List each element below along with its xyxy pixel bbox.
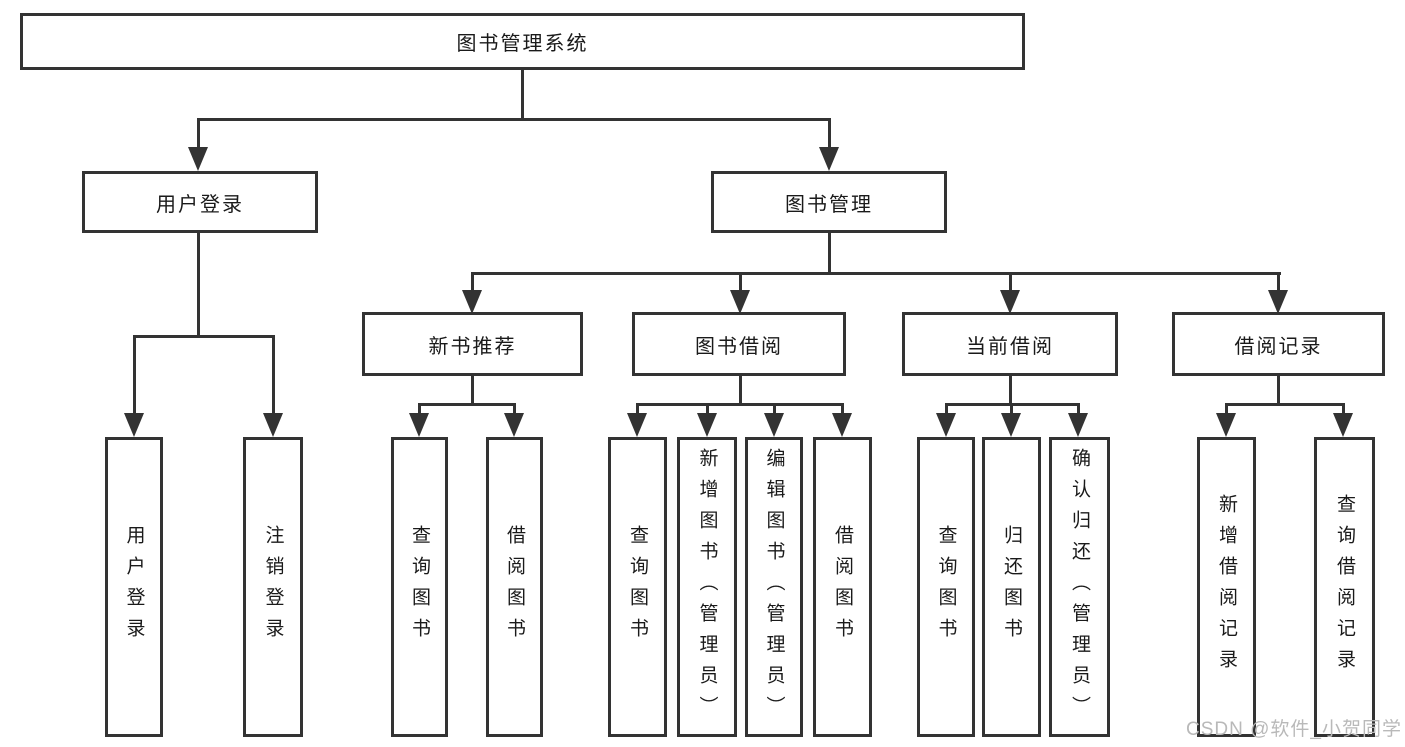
arrowhead-down-icon (697, 413, 717, 437)
arrowhead-down-icon (504, 413, 524, 437)
arrowhead-down-icon (1001, 413, 1021, 437)
leaf-label: 查询图书 (935, 525, 957, 649)
leaf-query-books: 查询图书 (608, 437, 667, 737)
connector-drop (773, 403, 776, 417)
leaf-add-book-admin: 新增图书（管理员） (677, 437, 737, 737)
node-label: 用户登录 (156, 193, 244, 216)
leaf-user-login: 用户登录 (105, 437, 163, 737)
leaf-confirm-return-admin: 确认归还（管理员） (1049, 437, 1110, 737)
arrowhead-down-icon (1216, 413, 1236, 437)
connector-drop (272, 335, 275, 415)
arrowhead-down-icon (124, 413, 144, 437)
connector-drop (133, 335, 136, 415)
connector-mgmt-rail (471, 272, 1281, 275)
connector-drop (1342, 403, 1345, 417)
node-library-system: 图书管理系统 (20, 13, 1025, 70)
leaf-label: 编辑图书（管理员） (763, 447, 785, 727)
arrowhead-down-icon (627, 413, 647, 437)
connector-root-stem (521, 70, 524, 118)
node-label: 借阅记录 (1234, 335, 1323, 358)
leaf-label: 借阅图书 (504, 525, 525, 649)
leaf-label: 注销登录 (262, 525, 284, 649)
connector-drop (841, 403, 844, 417)
leaf-label: 查询借阅记录 (1334, 494, 1355, 680)
connector-drop (828, 118, 831, 150)
arrowhead-down-icon (263, 413, 283, 437)
leaf-query-books: 查询图书 (391, 437, 448, 737)
connector-drop (945, 403, 948, 417)
leaf-edit-book-admin: 编辑图书（管理员） (745, 437, 803, 737)
connector-stem (1277, 376, 1280, 403)
connector-drop (706, 403, 709, 417)
connector-root-rail (197, 118, 831, 121)
connector-stem (739, 376, 742, 403)
connector-stem (471, 376, 474, 403)
leaf-query-borrow-record: 查询借阅记录 (1314, 437, 1375, 737)
connector-user-stem (197, 233, 200, 335)
arrowhead-down-icon (764, 413, 784, 437)
connector-drop (1009, 272, 1012, 292)
node-label: 图书管理系统 (456, 33, 589, 55)
arrowhead-down-icon (188, 147, 208, 171)
connector-drop (1225, 403, 1228, 417)
connector-drop (418, 403, 421, 417)
leaf-borrow-books: 借阅图书 (486, 437, 543, 737)
connector-drop (636, 403, 639, 417)
leaf-label: 新增借阅记录 (1216, 494, 1237, 680)
connector-mgmt-stem (828, 233, 831, 272)
leaf-logout: 注销登录 (243, 437, 303, 737)
connector-drop (513, 403, 516, 417)
node-borrow-record: 借阅记录 (1172, 312, 1385, 376)
leaf-label: 确认归还（管理员） (1069, 447, 1090, 727)
connector-drop (197, 118, 200, 150)
leaf-label: 新增图书（管理员） (696, 447, 718, 727)
node-label: 图书管理 (785, 193, 873, 216)
leaf-borrow-books: 借阅图书 (813, 437, 872, 737)
connector-drop (471, 272, 474, 292)
node-new-book-recommend: 新书推荐 (362, 312, 583, 376)
leaf-return-book: 归还图书 (982, 437, 1041, 737)
leaf-query-books: 查询图书 (917, 437, 975, 737)
node-label: 当前借阅 (966, 335, 1054, 358)
arrowhead-down-icon (730, 290, 750, 314)
leaf-label: 借阅图书 (832, 525, 853, 649)
connector-drop (1010, 403, 1013, 417)
connector-drop (1077, 403, 1080, 417)
connector-drop (739, 272, 742, 292)
connector-user-rail (133, 335, 275, 338)
arrowhead-down-icon (462, 290, 482, 314)
connector-stem (1009, 376, 1012, 403)
node-label: 新书推荐 (428, 335, 517, 358)
node-user-login: 用户登录 (82, 171, 318, 233)
leaf-label: 归还图书 (1001, 525, 1022, 649)
arrowhead-down-icon (409, 413, 429, 437)
leaf-label: 查询图书 (627, 525, 648, 649)
connector-rail (418, 403, 516, 406)
node-book-borrow: 图书借阅 (632, 312, 846, 376)
arrowhead-down-icon (1000, 290, 1020, 314)
arrowhead-down-icon (832, 413, 852, 437)
node-current-borrow: 当前借阅 (902, 312, 1118, 376)
leaf-label: 用户登录 (123, 525, 145, 649)
node-book-management: 图书管理 (711, 171, 947, 233)
arrowhead-down-icon (819, 147, 839, 171)
arrowhead-down-icon (1068, 413, 1088, 437)
connector-drop (1277, 272, 1280, 292)
arrowhead-down-icon (1268, 290, 1288, 314)
leaf-label: 查询图书 (409, 525, 430, 649)
arrowhead-down-icon (1333, 413, 1353, 437)
connector-rail (636, 403, 844, 406)
node-label: 图书借阅 (695, 335, 783, 358)
connector-rail (1225, 403, 1345, 406)
leaf-add-borrow-record: 新增借阅记录 (1197, 437, 1256, 737)
csdn-watermark: CSDN @软件_小贺同学 (1186, 719, 1402, 740)
arrowhead-down-icon (936, 413, 956, 437)
